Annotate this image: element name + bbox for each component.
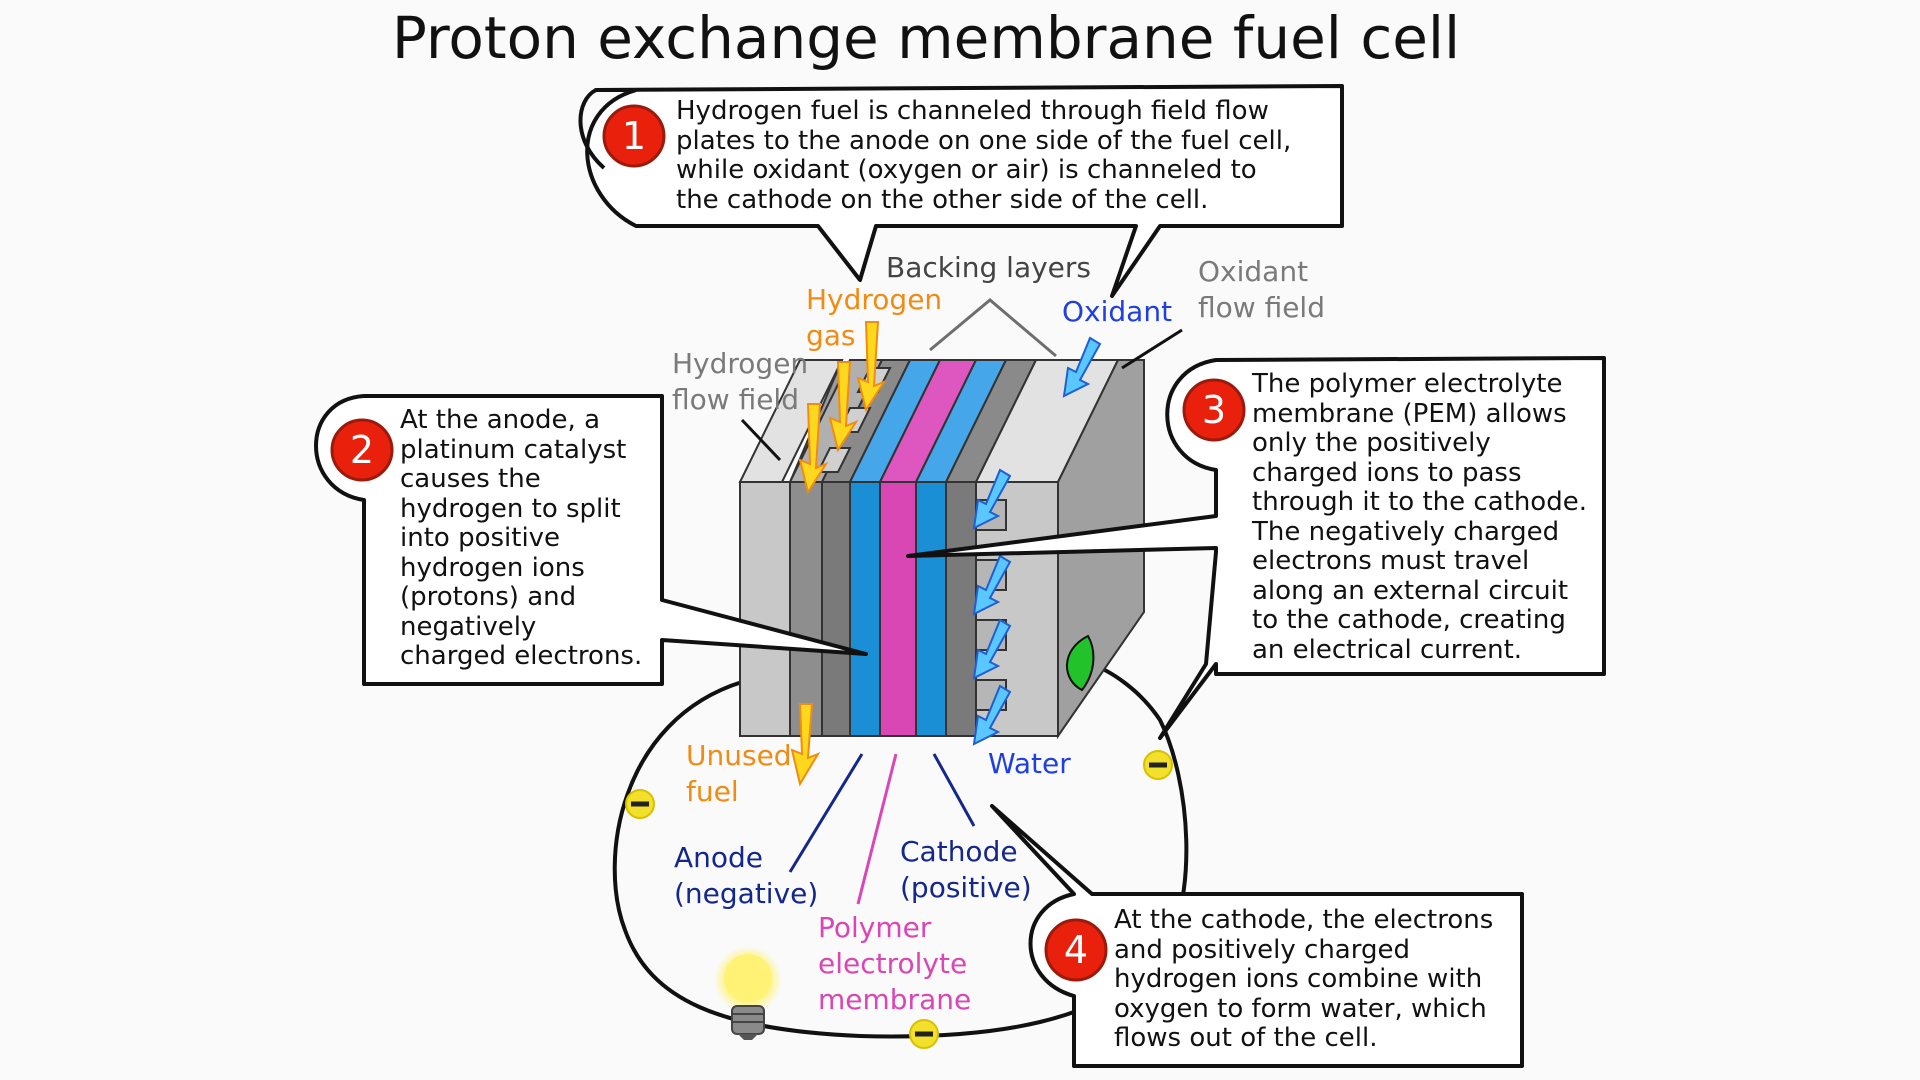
leader-lines xyxy=(740,328,1183,905)
electron-icon xyxy=(625,750,1173,1049)
badge-2-icon xyxy=(330,418,394,482)
light-bulb-icon xyxy=(714,946,782,1040)
page-title: Proton exchange membrane fuel cell xyxy=(391,4,1461,72)
hydrogen-flow-plate-front xyxy=(739,481,791,737)
label-unused-fuel: Unused fuel xyxy=(686,739,792,808)
label-hydrogen-flow-field: Hydrogen flow field xyxy=(672,347,809,416)
callout-3-text: The polymer electrolyte membrane (PEM) a… xyxy=(1252,369,1587,665)
label-cathode: Cathode (positive) xyxy=(900,835,1032,904)
callout-1-text: Hydrogen fuel is channeled through field… xyxy=(676,96,1292,215)
callout-4-text: At the cathode, the electrons and positi… xyxy=(1114,905,1494,1053)
label-oxidant-flow-field: Oxidant flow field xyxy=(1198,255,1325,324)
badge-4-number: 4 xyxy=(1063,928,1089,972)
callout-2-text: At the anode, a platinum catalyst causes… xyxy=(400,405,643,671)
callout-badges xyxy=(330,104,1246,982)
hydrogen-arrow-icon xyxy=(790,321,887,787)
fuel-cell-stack xyxy=(738,359,1145,740)
label-polymer-electrolyte-membrane: Polymer electrolyte membrane xyxy=(818,911,972,1016)
label-hydrogen-gas: Hydrogen gas xyxy=(806,283,943,352)
label-backing-layers: Backing layers xyxy=(886,251,1092,284)
membrane-front xyxy=(879,481,917,737)
callout-4-shape xyxy=(990,804,1524,1068)
label-oxidant: Oxidant xyxy=(1062,295,1173,328)
badge-3-icon xyxy=(1182,378,1246,442)
badge-2-number: 2 xyxy=(349,428,375,472)
catalyst-marker xyxy=(1066,634,1095,692)
anode-front xyxy=(849,481,881,737)
badge-1-number: 1 xyxy=(621,114,647,158)
cathode-backing-layer xyxy=(945,481,977,737)
cathode-front xyxy=(915,481,947,737)
callout-2-shape xyxy=(314,394,868,686)
label-water: Water xyxy=(988,747,1071,780)
callout-1-shape xyxy=(578,84,1344,298)
label-anode: Anode (negative) xyxy=(674,841,819,910)
badge-1-icon xyxy=(602,104,666,168)
badge-3-number: 3 xyxy=(1201,388,1227,432)
badge-4-icon xyxy=(1044,918,1108,982)
callout-3-shape xyxy=(906,356,1606,740)
oxidant-arrow-icon xyxy=(972,336,1102,746)
external-circuit xyxy=(612,662,1189,1039)
backing-layers-bracket xyxy=(929,298,1057,358)
